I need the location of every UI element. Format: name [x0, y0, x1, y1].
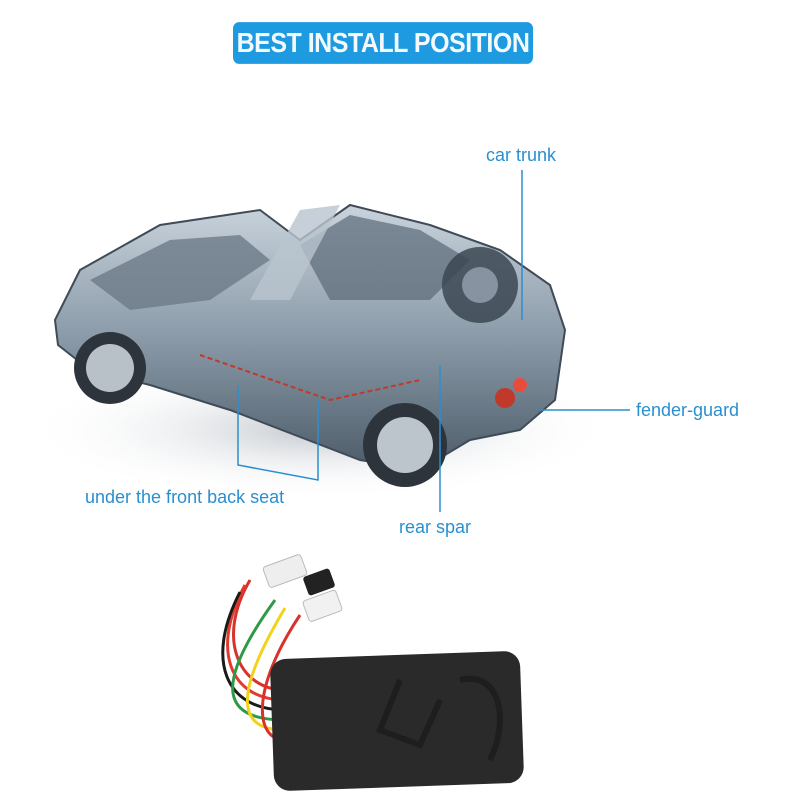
label-under-seat: under the front back seat: [85, 487, 285, 507]
rear-wheel: [363, 403, 447, 487]
front-wheel: [74, 332, 146, 404]
car-illustration: [20, 203, 620, 500]
banner-title: BEST INSTALL POSITION: [233, 22, 533, 64]
label-fender-guard: fender-guard: [636, 400, 740, 420]
label-car-trunk: car trunk: [486, 145, 557, 165]
gps-tracker-device: [221, 554, 524, 791]
label-rear-spar: rear spar: [399, 517, 472, 537]
callout-lines: [237, 170, 630, 512]
